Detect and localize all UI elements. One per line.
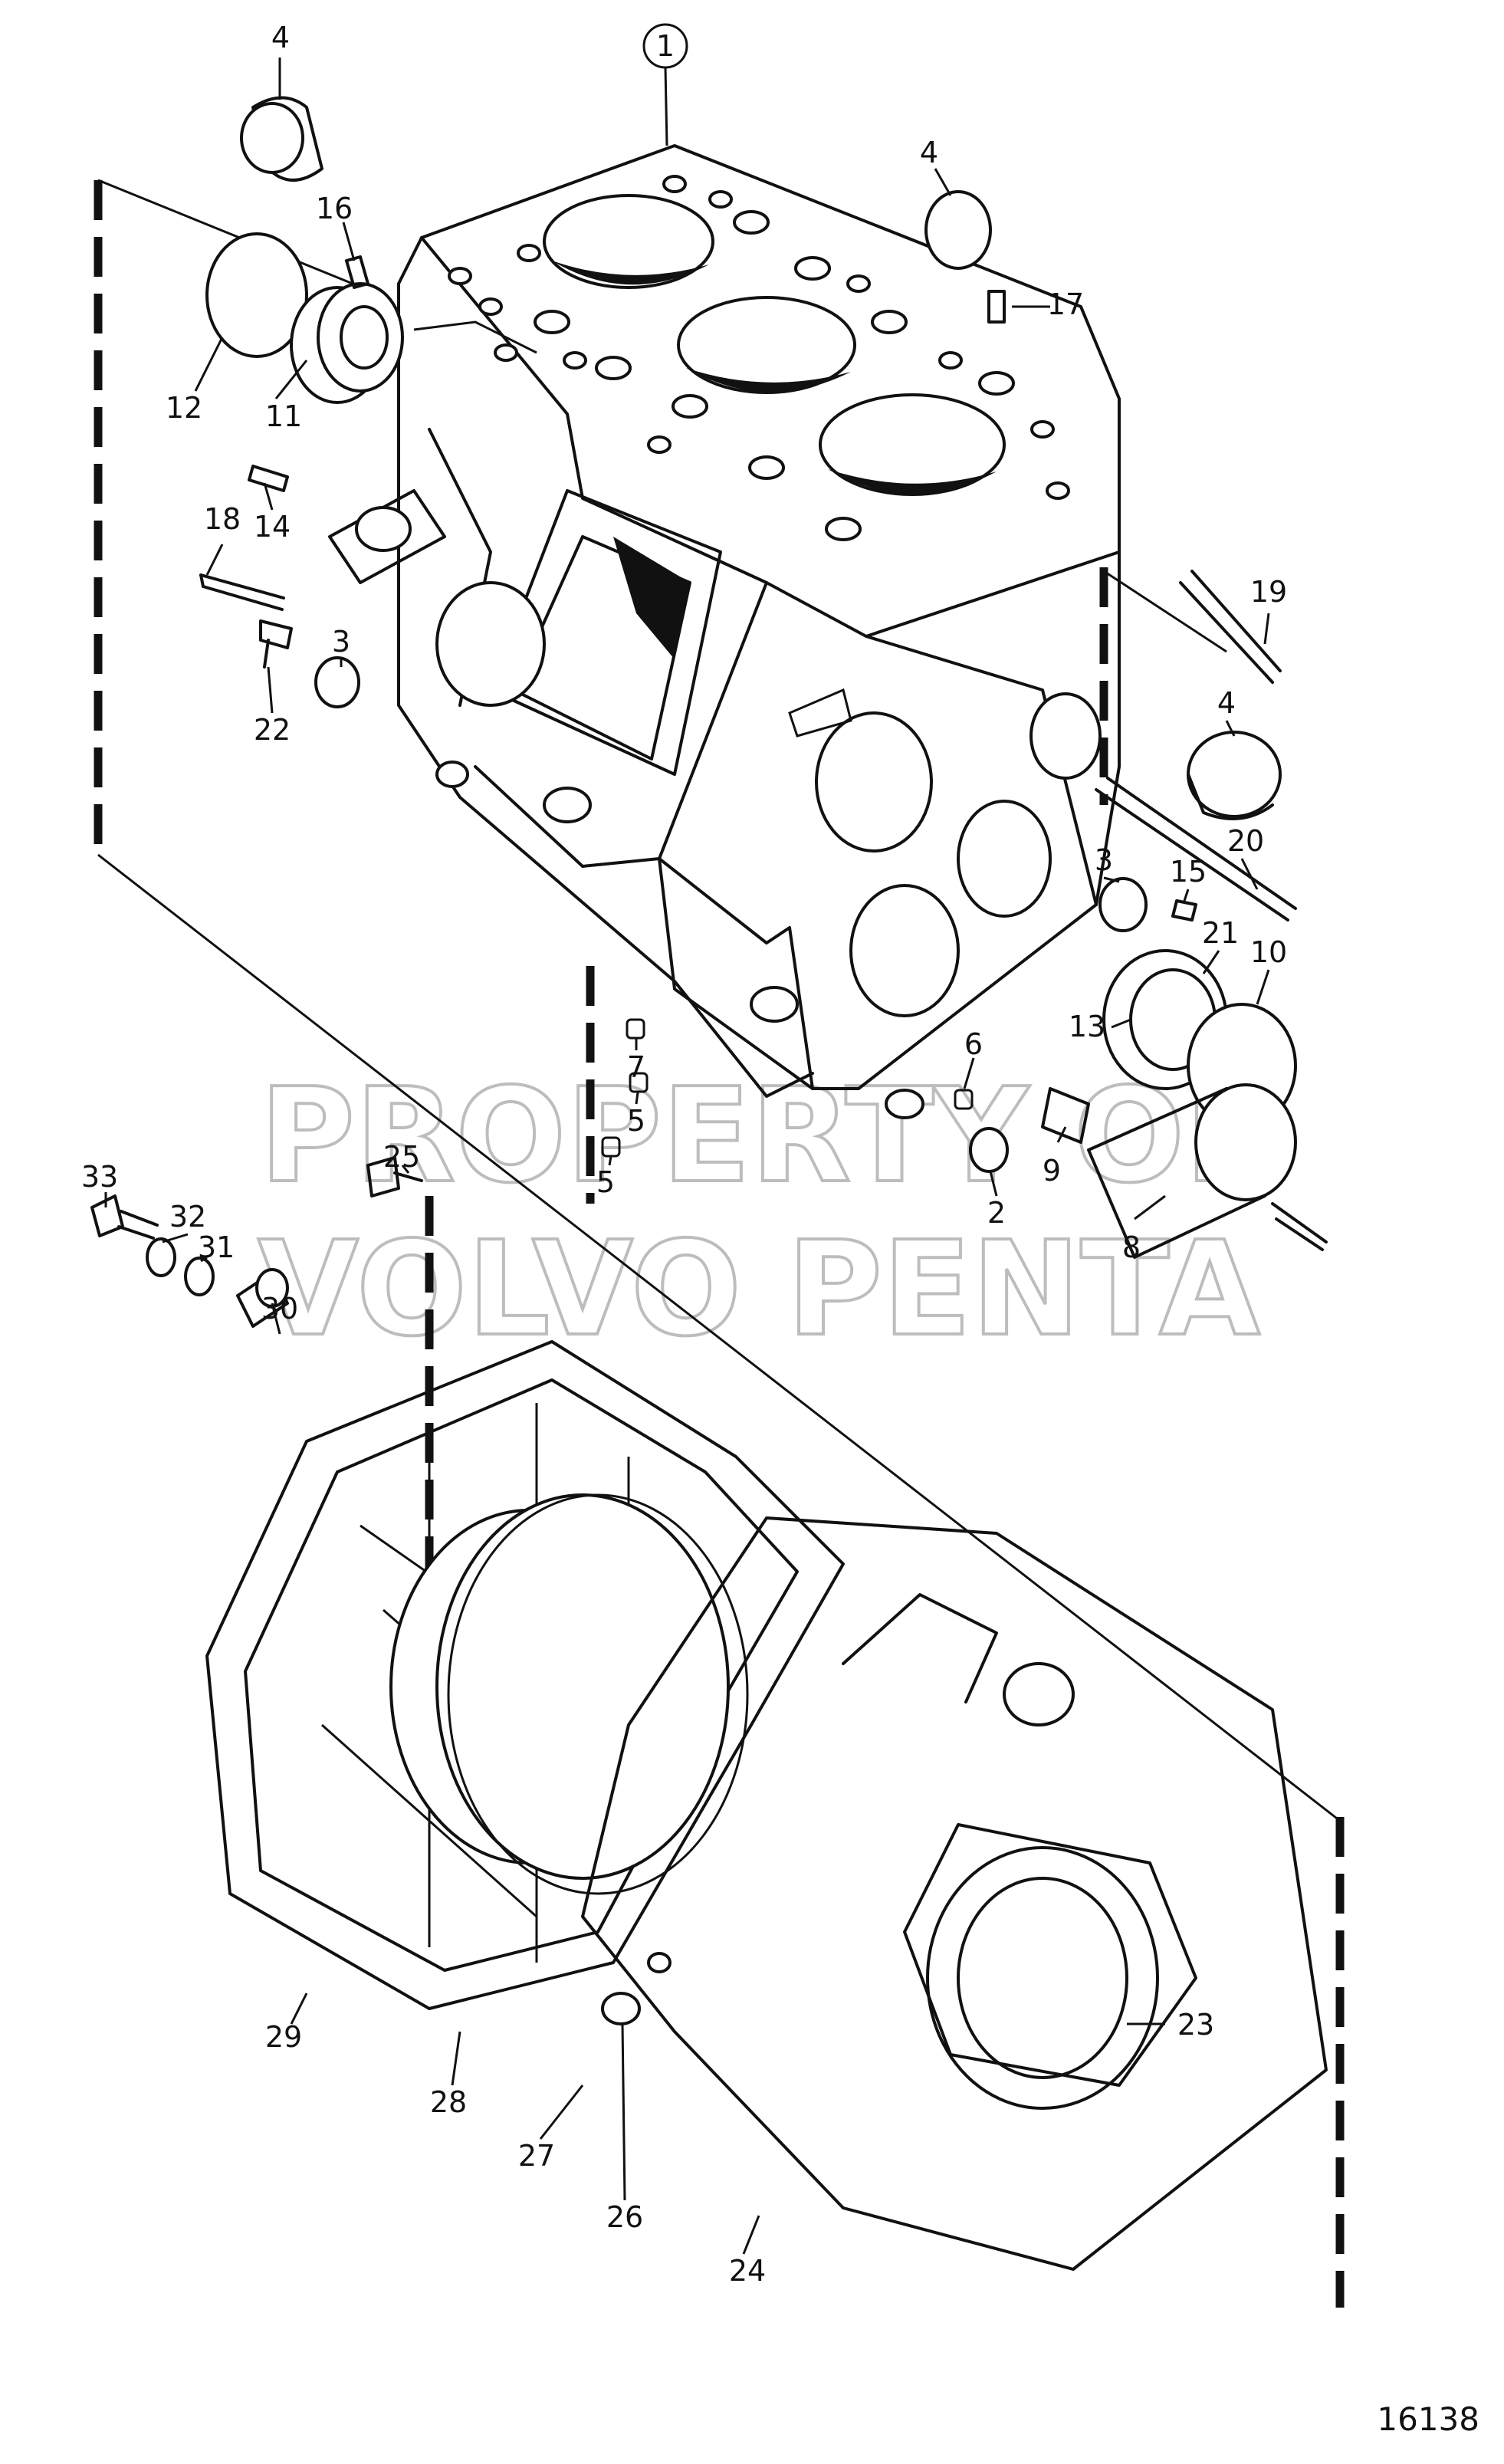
callout-4: 4 bbox=[271, 21, 290, 54]
upper-small-parts bbox=[199, 96, 1328, 1259]
callout-14: 14 bbox=[254, 510, 291, 544]
watermark: PROPERTY OF VOLVO PENTA bbox=[256, 1059, 1275, 1367]
callout-9: 9 bbox=[1043, 1154, 1061, 1188]
callout-1: 1 bbox=[656, 29, 675, 63]
callout-26: 26 bbox=[606, 2200, 643, 2234]
callout-21: 21 bbox=[1202, 916, 1239, 950]
callout-12: 12 bbox=[166, 391, 202, 425]
callout-28: 28 bbox=[430, 2085, 467, 2119]
callout-33: 33 bbox=[81, 1160, 118, 1194]
callout-32: 32 bbox=[169, 1200, 206, 1234]
callout-3: 3 bbox=[1095, 843, 1113, 877]
callout-7: 7 bbox=[627, 1050, 645, 1084]
callouts: 1 4 4 16 17 12 11 14 18 3 22 19 4 20 3 1… bbox=[81, 21, 1287, 2288]
callout-31: 31 bbox=[198, 1230, 235, 1264]
callout-10: 10 bbox=[1250, 935, 1287, 969]
callout-24: 24 bbox=[729, 2254, 766, 2288]
callout-18: 18 bbox=[204, 502, 241, 536]
callout-3: 3 bbox=[332, 625, 350, 659]
callout-leaders bbox=[104, 57, 1270, 2255]
callout-25: 25 bbox=[383, 1140, 420, 1174]
flywheel-housing bbox=[205, 1340, 1328, 2271]
callout-29: 29 bbox=[265, 2020, 302, 2054]
callout-27: 27 bbox=[518, 2139, 555, 2173]
callout-4: 4 bbox=[920, 136, 938, 169]
callout-5: 5 bbox=[627, 1104, 645, 1138]
callout-19: 19 bbox=[1250, 575, 1287, 609]
callout-11: 11 bbox=[265, 399, 302, 433]
assembly-guide-lines bbox=[94, 179, 1345, 2308]
callout-17: 17 bbox=[1047, 287, 1084, 321]
callout-13: 13 bbox=[1069, 1010, 1105, 1043]
callout-6: 6 bbox=[964, 1027, 983, 1061]
callout-30: 30 bbox=[261, 1292, 298, 1326]
callout-8: 8 bbox=[1122, 1230, 1141, 1264]
callout-23: 23 bbox=[1177, 2008, 1214, 2042]
callout-5: 5 bbox=[596, 1165, 615, 1199]
callout-2: 2 bbox=[987, 1196, 1006, 1230]
callout-20: 20 bbox=[1227, 824, 1264, 858]
callout-22: 22 bbox=[254, 713, 291, 747]
watermark-line-2: VOLVO PENTA bbox=[258, 1214, 1260, 1365]
figure-number: 16138 bbox=[1377, 2400, 1479, 2438]
callout-16: 16 bbox=[316, 192, 353, 225]
callout-4: 4 bbox=[1217, 686, 1236, 720]
engine-block bbox=[328, 144, 1121, 1119]
callout-15: 15 bbox=[1170, 855, 1207, 889]
